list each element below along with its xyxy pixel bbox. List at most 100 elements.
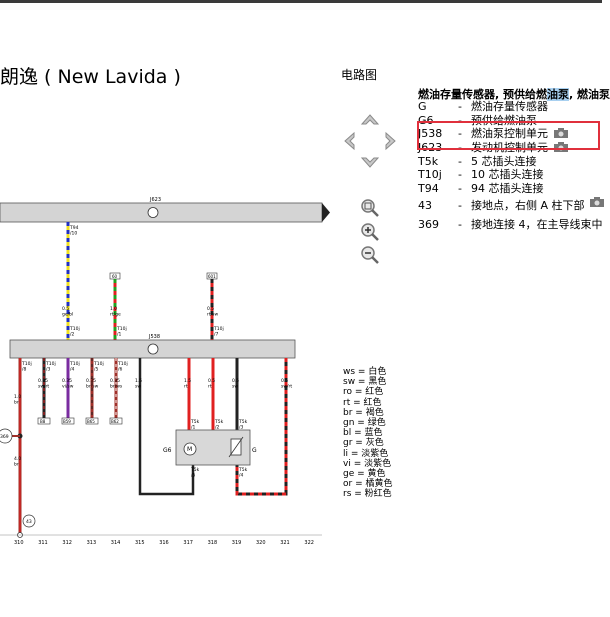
- color-name: 黄色: [367, 469, 386, 480]
- color-name: 褐色: [365, 407, 384, 418]
- unit-j623-label: J623: [149, 197, 161, 203]
- color-code: rs: [343, 489, 352, 500]
- left-pin-3: T10j/5: [93, 361, 104, 373]
- legend-heading-prefix: 燃油存量传感器, 预供给燃: [418, 88, 548, 101]
- arrow-left-icon[interactable]: [340, 130, 362, 152]
- legend-code: 43: [418, 198, 432, 212]
- color-name: 白色: [368, 367, 387, 377]
- unit-j538-label: J538: [148, 334, 160, 340]
- legend-heading: 燃油存量传感器, 预供给燃油泵, 燃油泵: [418, 86, 610, 101]
- left-pin-1: T10j/3: [45, 361, 56, 373]
- color-code: br: [343, 407, 353, 418]
- wire-ge-bl-pin: T10j/2: [69, 326, 80, 338]
- legend-row: 43-接地点，右侧 A 柱下部: [418, 196, 605, 216]
- legend-row: G-燃油存量传感器: [418, 100, 602, 114]
- legend-desc: 燃油存量传感器: [471, 100, 548, 113]
- left-pin-4: T10j/6: [117, 361, 128, 373]
- legend-dash: -: [458, 168, 462, 182]
- legend-row: G6-预供给燃油泵: [418, 114, 602, 128]
- zoom-out-icon[interactable]: [359, 244, 381, 266]
- zoom-fit-icon[interactable]: [359, 197, 381, 219]
- unit-j538-symbol: [147, 343, 159, 355]
- left-wire-box-3: [109, 417, 123, 425]
- color-name: 红色: [365, 387, 384, 398]
- left-wire-box-1: [61, 417, 75, 425]
- color-name: 灰色: [365, 438, 384, 449]
- wire-sw-rt-0-5: [235, 358, 288, 496]
- ground-point-label: 43: [26, 519, 32, 525]
- color-key-entry: li = 淡紫色: [343, 448, 389, 459]
- legend-dash: -: [458, 154, 462, 168]
- wire-rtge-box-label: 60: [112, 274, 118, 279]
- arrow-down-icon[interactable]: [359, 150, 381, 172]
- color-key-entry: br = 褐色: [343, 407, 384, 418]
- unit-bar-j623: [0, 202, 323, 223]
- fuel-pump-g6-m-label: M: [187, 446, 192, 453]
- legend-desc: 接地连接 4，在主导线束中: [471, 217, 603, 231]
- camera-icon[interactable]: [589, 196, 605, 208]
- legend-row: T10j-10 芯插头连接: [418, 168, 602, 182]
- t5k-pin-1: T5k/2: [214, 419, 224, 431]
- left-pin-2: T10j/4: [69, 361, 80, 373]
- legend-dash: -: [458, 198, 462, 212]
- page-title: 朗逸 ( New Lavida ): [0, 66, 181, 88]
- wire-sw-1-5: [138, 358, 195, 496]
- wire-sw-rt-0-5-stripe: [235, 358, 288, 496]
- color-key-entry: rt = 红色: [343, 397, 382, 408]
- color-code: ws: [343, 367, 356, 377]
- color-key-entry: gn = 绿色: [343, 418, 386, 429]
- legend-desc: 发动机控制单元: [471, 141, 548, 155]
- connector-t94-10: T94/10: [69, 225, 79, 237]
- color-code: vi: [343, 458, 351, 469]
- color-code: sw: [343, 377, 356, 388]
- color-code: rt: [343, 397, 351, 408]
- legend-code: J538: [418, 127, 443, 141]
- color-code: li: [343, 448, 349, 459]
- left-wire-box-label-3: B62: [111, 419, 119, 424]
- legend-code: 369: [418, 217, 439, 231]
- color-code: ro: [343, 387, 353, 398]
- arrow-up-icon[interactable]: [359, 110, 381, 132]
- color-key-entry: vi = 淡紫色: [343, 458, 392, 469]
- color-key-entry: ge = 黄色: [343, 469, 386, 480]
- color-code: ge: [343, 469, 355, 480]
- color-code: gn: [343, 418, 355, 429]
- legend-code: T94: [418, 182, 439, 196]
- color-name: 淡紫色: [361, 448, 389, 459]
- color-name: 蓝色: [364, 428, 383, 439]
- ground-point-43: [22, 514, 36, 528]
- legend-desc: 10 芯插头连接: [471, 168, 544, 182]
- left-pin-0: T10j/8: [21, 361, 32, 373]
- color-key-entry: sw = 黑色: [343, 377, 387, 388]
- legend-desc: 燃油泵控制单元: [471, 127, 548, 141]
- column-number: 319: [232, 540, 242, 546]
- circuit-diagram-label: 电路图: [341, 68, 378, 82]
- zoom-in-icon[interactable]: [359, 221, 381, 243]
- arrow-right-icon[interactable]: [378, 130, 400, 152]
- fuel-sender-g-label: G: [252, 447, 257, 454]
- fuel-sender-g-arrow: [228, 436, 244, 458]
- column-number: 318: [208, 540, 218, 546]
- legend-desc: 预供给燃油泵: [471, 113, 537, 127]
- legend-row: J538-燃油泵控制单元: [418, 127, 602, 141]
- color-code: or: [343, 479, 353, 490]
- column-number: 321: [280, 540, 290, 546]
- camera-icon[interactable]: [553, 127, 569, 139]
- legend-heading-selection: 油泵: [547, 88, 570, 101]
- legend-dash: -: [458, 217, 462, 231]
- column-number: 313: [87, 540, 97, 546]
- wire-rtsw-pin: T10j/7: [213, 326, 224, 338]
- color-code: bl: [343, 428, 352, 439]
- left-wire-box-label-2: B65: [87, 419, 95, 424]
- top-window-bar: [0, 0, 602, 3]
- legend-row: 369 -接地连接 4，在主导线束中: [418, 216, 603, 234]
- unit-j623-symbol: [147, 207, 159, 218]
- column-number: 312: [62, 540, 72, 546]
